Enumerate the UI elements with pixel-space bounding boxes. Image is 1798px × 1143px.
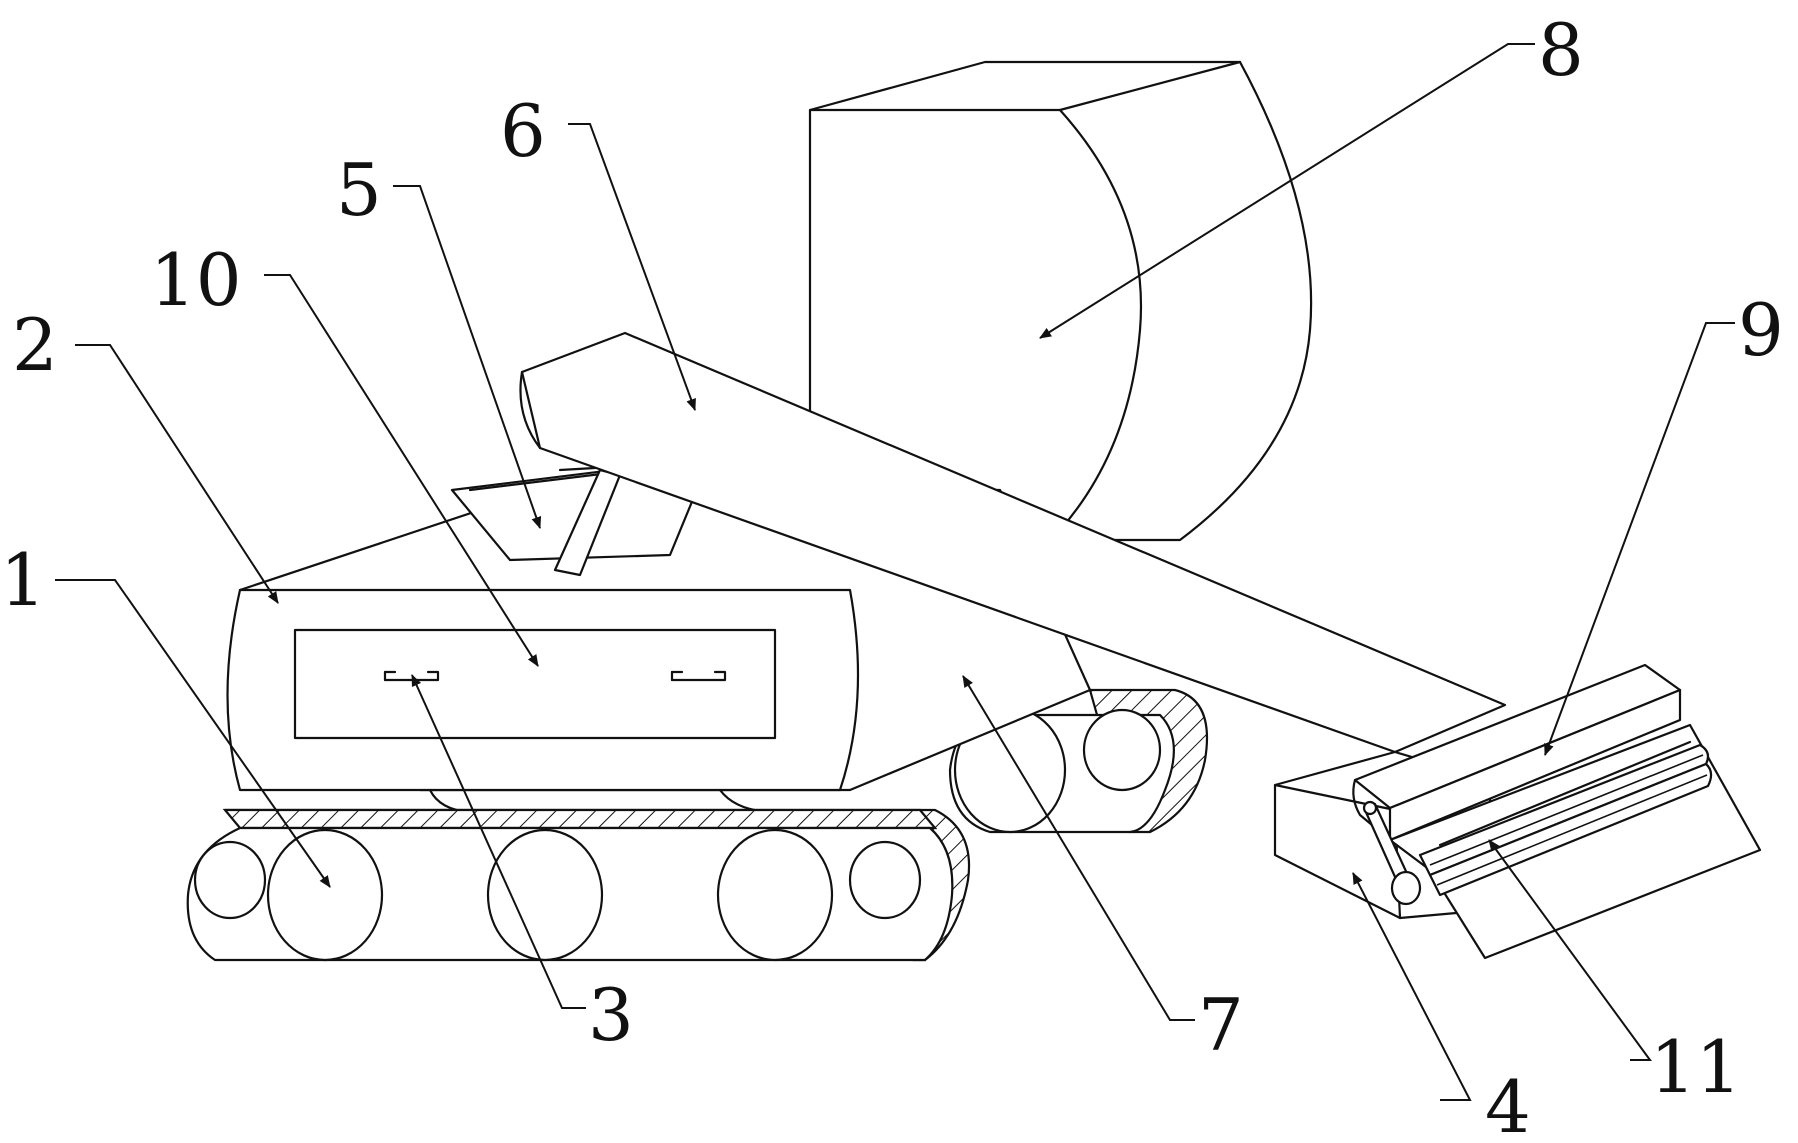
reference-numerals: 1 2 3 4 5 6 7 8 9 10 11 — [0, 8, 1784, 1143]
leader-6 — [568, 123, 696, 411]
leader-8 — [1039, 43, 1535, 339]
latch-left — [383, 670, 440, 682]
label-8: 8 — [1538, 8, 1584, 92]
label-7: 7 — [1198, 983, 1244, 1067]
boom-part-6 — [519, 331, 1507, 754]
body-part-2 — [226, 588, 860, 814]
bar-part-9 — [1352, 663, 1682, 842]
leader-5 — [393, 185, 542, 529]
latch-right — [670, 670, 727, 682]
leader-lines — [55, 43, 1735, 1101]
leader-1 — [55, 579, 331, 888]
label-2: 2 — [12, 303, 58, 387]
crank-link — [1362, 800, 1422, 906]
drum-part-8 — [808, 60, 1313, 542]
leader-4 — [1352, 872, 1472, 1101]
label-5: 5 — [336, 148, 382, 232]
label-6: 6 — [500, 89, 546, 173]
rear-track — [948, 688, 1209, 834]
label-1: 1 — [0, 538, 46, 622]
label-11: 11 — [1650, 1025, 1742, 1109]
label-3: 3 — [588, 973, 634, 1057]
leader-10 — [264, 274, 539, 667]
label-10: 10 — [150, 238, 242, 322]
label-4: 4 — [1485, 1065, 1531, 1143]
leader-11 — [1488, 839, 1652, 1061]
leader-3 — [411, 674, 586, 1009]
leader-7 — [962, 675, 1195, 1021]
label-9: 9 — [1738, 288, 1784, 372]
leader-2 — [75, 344, 279, 604]
leader-9 — [1544, 322, 1735, 756]
track-part-1 — [186, 808, 971, 962]
